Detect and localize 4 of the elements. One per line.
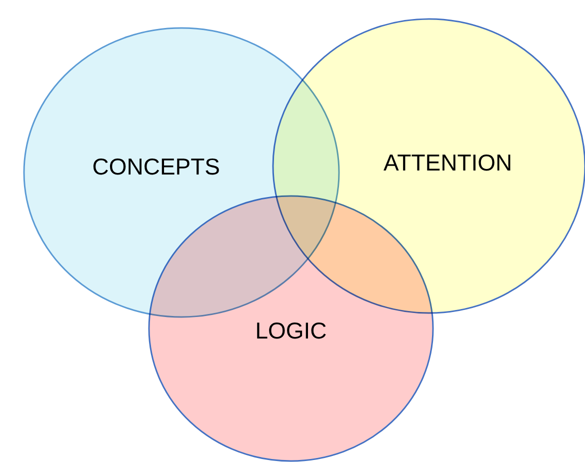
circle-label: LOGIC: [255, 318, 327, 345]
circle-label: CONCEPTS: [92, 153, 220, 180]
venn-circle: [148, 195, 434, 462]
circle-label: ATTENTION: [384, 150, 512, 177]
